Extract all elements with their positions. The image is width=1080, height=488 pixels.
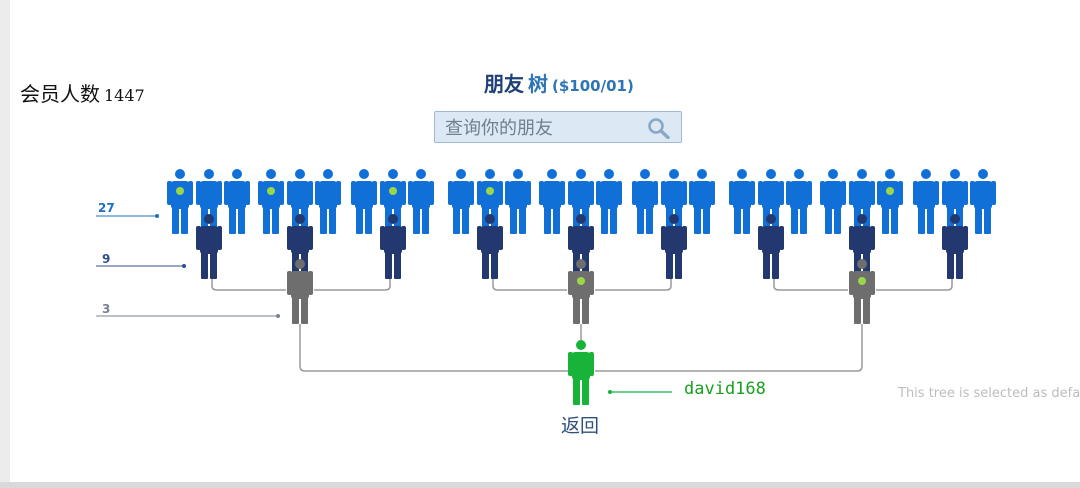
level2-member-1[interactable] — [287, 214, 313, 279]
level1-member-0[interactable] — [167, 169, 193, 234]
level-1-count: 27 — [98, 201, 115, 215]
level-2-dot — [182, 264, 186, 268]
level2-member-7[interactable] — [849, 214, 875, 279]
level1-member-17[interactable] — [689, 169, 715, 234]
title-part2: 树 — [528, 72, 548, 96]
level1-member-5[interactable] — [315, 169, 341, 234]
search-icon[interactable] — [647, 117, 671, 139]
tree-panel — [10, 0, 1080, 482]
title-part1: 朋友 — [484, 72, 524, 96]
connector-root-left — [299, 324, 568, 372]
level-2-count: 9 — [102, 252, 111, 266]
level1-member-21[interactable] — [820, 169, 846, 234]
level2-member-2[interactable] — [380, 214, 406, 279]
level1-member-25[interactable] — [942, 169, 968, 234]
member-count-value: 1447 — [104, 86, 145, 105]
level1-member-11[interactable] — [505, 169, 531, 234]
level1-member-13[interactable] — [568, 169, 594, 234]
level1-member-16[interactable] — [661, 169, 687, 234]
level1-member-6[interactable] — [351, 169, 377, 234]
level2-member-5[interactable] — [661, 214, 687, 279]
connector-l2-right-2 — [876, 278, 953, 291]
level2-member-0[interactable] — [196, 214, 222, 279]
level2-member-8[interactable] — [942, 214, 968, 279]
level1-member-2[interactable] — [224, 169, 250, 234]
level1-member-7[interactable] — [380, 169, 406, 234]
connector-l2-right-0 — [314, 278, 391, 291]
level1-member-19[interactable] — [758, 169, 784, 234]
member-count-label: 会员人数 — [20, 82, 100, 106]
level3-member-2[interactable] — [849, 259, 875, 324]
level3-member-1[interactable] — [568, 259, 594, 324]
level-1-dot — [155, 214, 159, 218]
level2-member-6[interactable] — [758, 214, 784, 279]
back-link[interactable]: 返回 — [561, 415, 600, 437]
title-price: ($100/01) — [552, 77, 634, 95]
search-box — [434, 111, 682, 143]
level1-member-10[interactable] — [477, 169, 503, 234]
level1-member-9[interactable] — [448, 169, 474, 234]
search-input[interactable] — [443, 115, 647, 141]
level1-member-26[interactable] — [970, 169, 996, 234]
level3-member-0[interactable] — [287, 259, 313, 324]
bottom-border — [0, 482, 1080, 488]
default-tree-note: This tree is selected as defa — [898, 386, 1080, 401]
level1-member-23[interactable] — [877, 169, 903, 234]
connector-l2-right-1 — [595, 278, 672, 291]
level1-member-1[interactable] — [196, 169, 222, 234]
level-3-dot — [276, 314, 280, 318]
level1-member-14[interactable] — [596, 169, 622, 234]
connector-l2-left-2 — [773, 278, 848, 291]
level1-member-12[interactable] — [539, 169, 565, 234]
page-title: 朋友树($100/01) — [484, 68, 634, 97]
level1-member-24[interactable] — [913, 169, 939, 234]
level2-member-3[interactable] — [477, 214, 503, 279]
connector-l2-left-0 — [211, 278, 286, 291]
level1-member-22[interactable] — [849, 169, 875, 234]
root-pointer-dot — [608, 390, 612, 394]
level1-member-18[interactable] — [729, 169, 755, 234]
level1-member-8[interactable] — [408, 169, 434, 234]
level-3-count: 3 — [102, 302, 111, 316]
level1-member-20[interactable] — [786, 169, 812, 234]
connector-l2-left-1 — [492, 278, 567, 291]
level2-member-4[interactable] — [568, 214, 594, 279]
root-member[interactable] — [568, 340, 594, 405]
level1-member-3[interactable] — [258, 169, 284, 234]
connector-root-right — [595, 324, 863, 372]
level1-member-15[interactable] — [632, 169, 658, 234]
root-username[interactable]: david168 — [684, 379, 766, 399]
level1-member-4[interactable] — [287, 169, 313, 234]
